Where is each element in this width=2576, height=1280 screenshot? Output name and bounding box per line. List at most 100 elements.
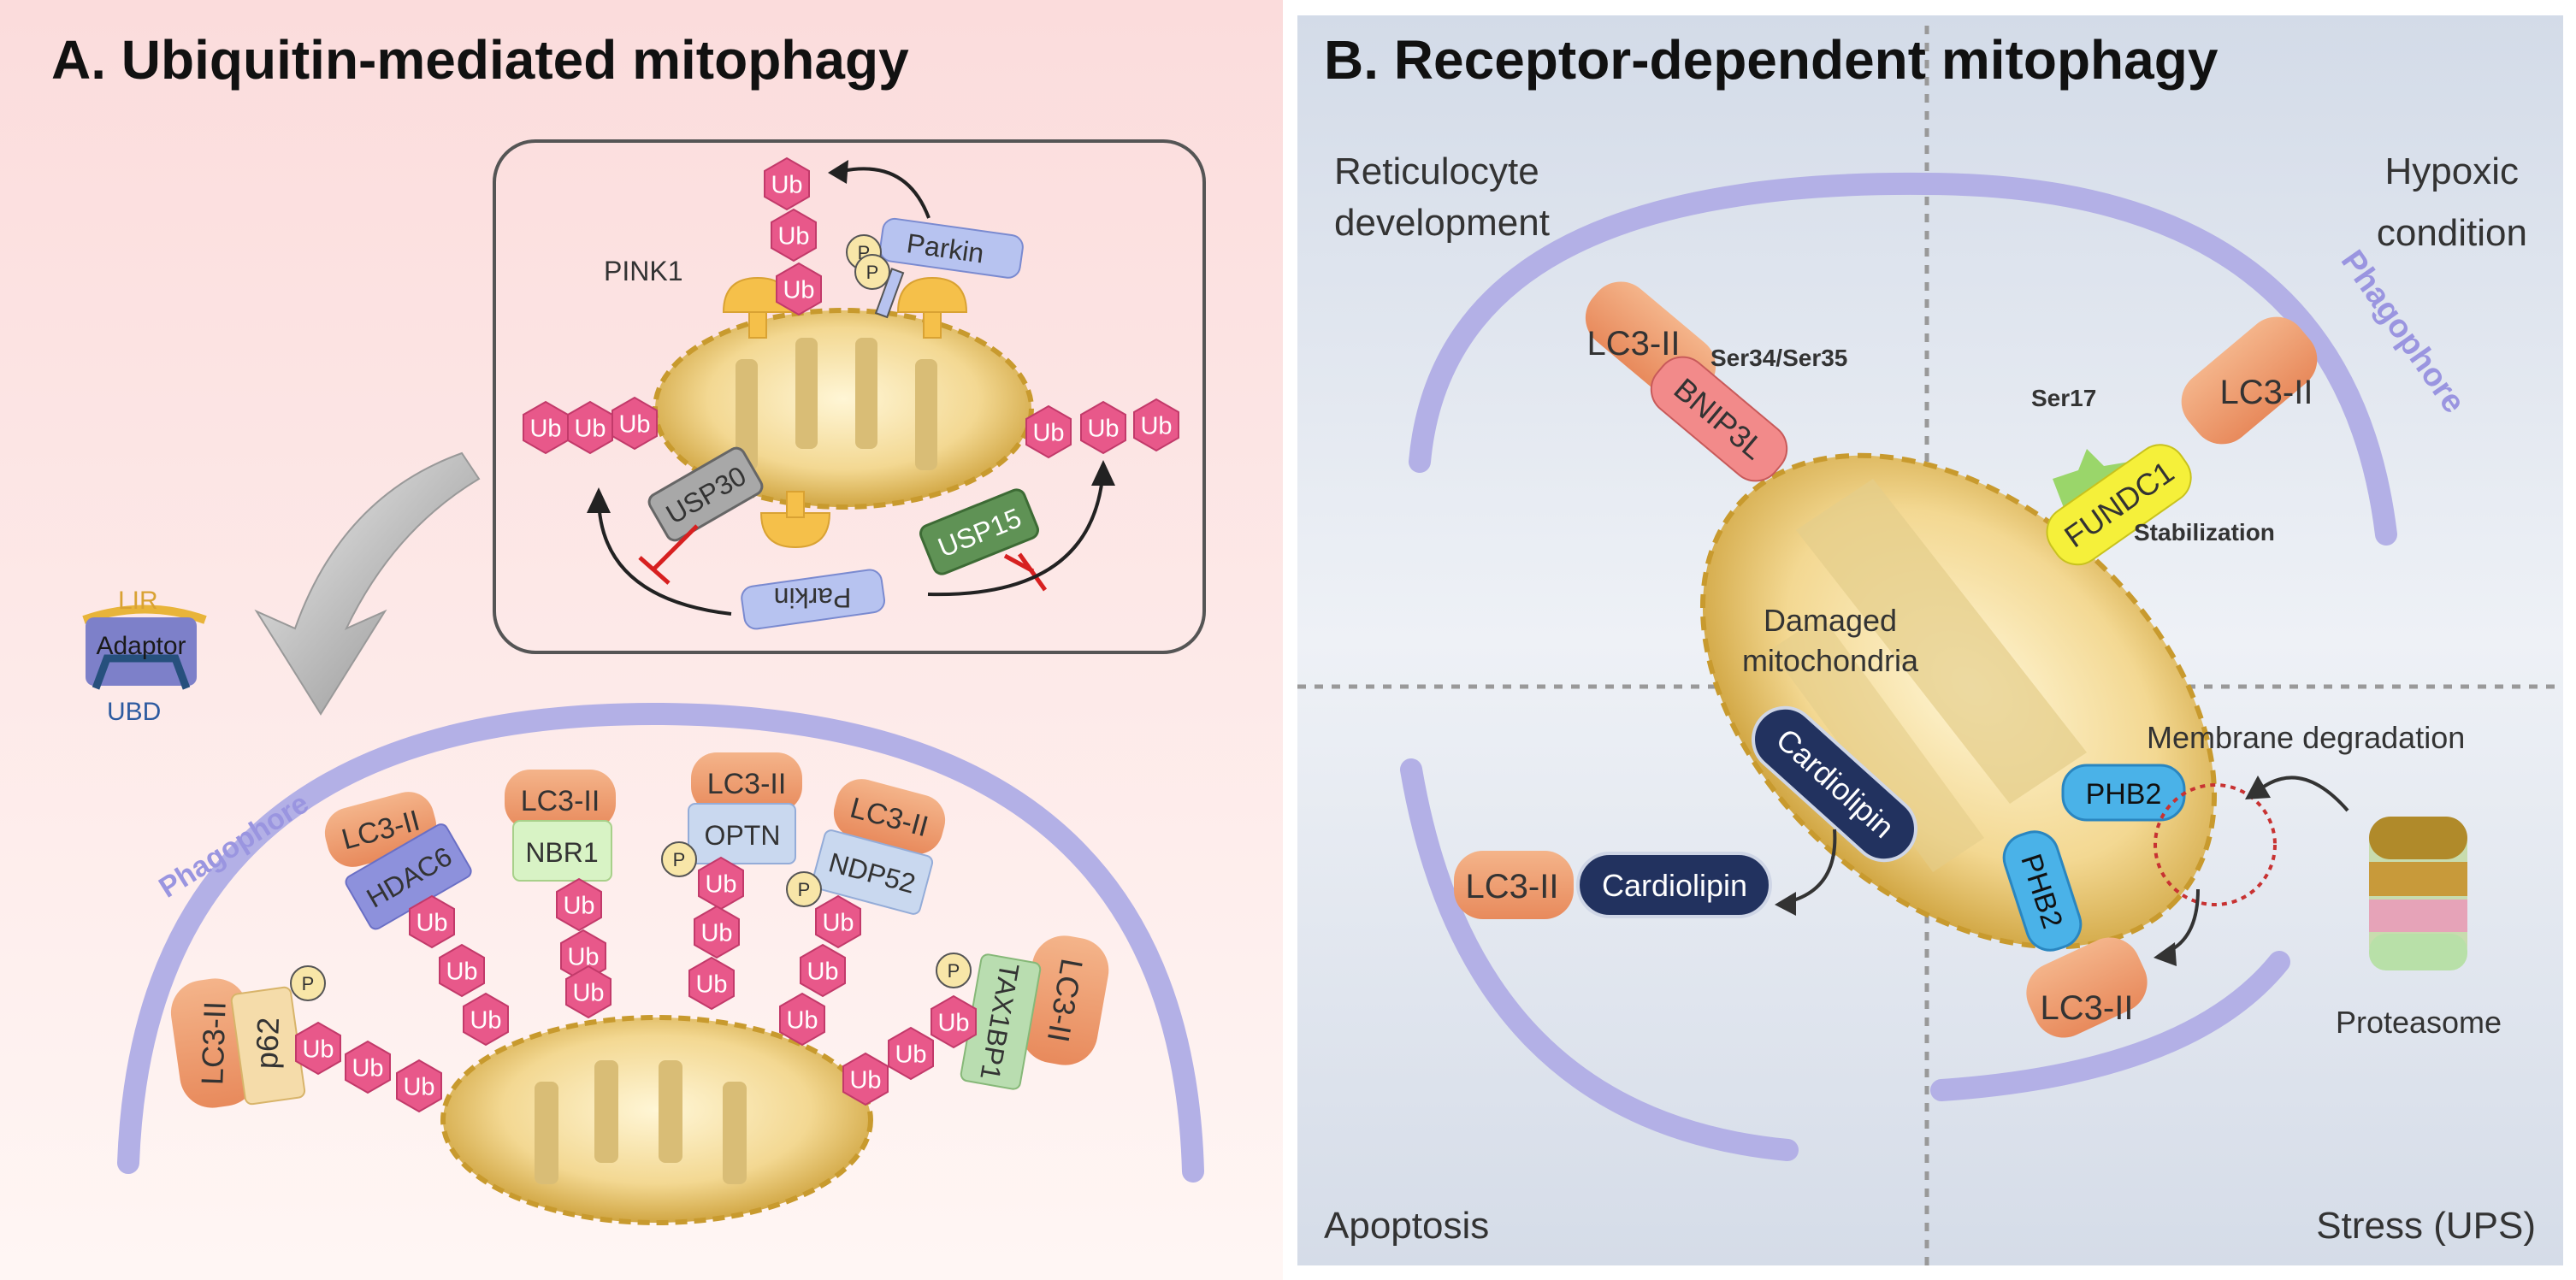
phosphate-circle [290,965,326,1001]
ubiquitin-unit: Ub [1080,400,1126,455]
svg-text:PHB2: PHB2 [2086,778,2162,811]
ubiquitin-unit: Ub [345,1040,391,1094]
bottom-mitochondrion-a [440,1015,873,1225]
phosphate-label: P [798,879,811,900]
ubiquitin-unit: Ub [698,856,744,911]
phosphate-circle [854,254,890,290]
adaptor-layer: LC3-II p62 LC3-II HDAC6 LC3-II NBR1 LC3-… [170,752,1109,1108]
fundc1-receptor: FUNDC1 LC3-II [2046,316,2318,566]
cardiolipin-external: LC3-II Cardiolipin [1454,851,1772,919]
pink1-label: PINK1 [604,256,682,286]
svg-text:LC3-II: LC3-II [1466,868,1559,905]
damaged-label-2: mitochondria [1742,643,1919,678]
adaptor-unit-tax1bp1: LC3-II TAX1BP1 [960,935,1109,1090]
ubiquitin-label: Ub [849,1067,881,1094]
membrane-degradation-label: Membrane degradation [2147,720,2465,755]
svg-text:p62: p62 [249,1017,286,1069]
ubiquitin-label: Ub [786,1007,818,1035]
phosphate-label: P [673,849,686,870]
label-apoptosis: Apoptosis [1324,1205,1489,1247]
ubiquitin-label: Ub [1140,413,1172,440]
cardiolipin-arrowhead [1775,892,1796,916]
phosphate-unit: P [936,953,972,988]
inset-mitochondrion [653,308,1034,510]
ubiquitin-label: Ub [895,1041,926,1069]
ubiquitin-unit: Ub [565,964,612,1019]
ser34-label: Ser34/Ser35 [1710,345,1847,371]
ubiquitin-unit: Ub [779,992,825,1047]
phagophore-arc-a [117,702,1204,1183]
ubiquitin-unit: Ub [888,1026,934,1081]
label-development: development [1334,202,1550,244]
ubiquitin-hexagon [396,1059,442,1113]
ubiquitin-unit: Ub [396,1059,442,1113]
adaptor-unit-nbr1: LC3-II NBR1 [505,770,616,882]
ubiquitin-hexagon [800,943,846,998]
phosphate-unit: P [786,871,822,907]
ubiquitin-hexagon [931,994,977,1049]
panel-b-title: B. Receptor-dependent mitophagy [1324,29,2219,91]
ubiquitin-hexagon [1133,398,1179,452]
ubiquitin-hexagon [463,992,509,1047]
ubiquitin-label: Ub [618,411,650,439]
lir-label: LIR [118,587,158,615]
ubiquitin-label: Ub [1087,416,1119,443]
pink1-icon [722,276,968,549]
proteasome-icon [2369,817,2467,970]
ubiquitin-unit: Ub [764,156,810,211]
ubiquitin-label: Ub [529,416,561,443]
parkin-bottom: Parkin [741,569,885,630]
inset-arrowheads [587,160,1115,513]
ubiquitin-hexagon [888,1026,934,1081]
ubd-label: UBD [107,698,161,726]
ubiquitin-label: Ub [705,871,736,899]
ubiquitin-label: Ub [572,980,604,1007]
ubiquitin-unit: Ub [1025,404,1072,459]
ubiquitin-label: Ub [695,971,727,999]
phb2-upper: PHB2 [2061,764,2186,822]
ubiquitin-label: Ub [771,172,802,199]
svg-text:Cardiolipin: Cardiolipin [1602,868,1747,903]
adaptor-unit-hdac6: LC3-II HDAC6 [324,792,472,930]
svg-text:LC3-II: LC3-II [194,1000,232,1085]
ubiquitin-hexagon [612,396,658,451]
ubiquitin-unit: Ub [771,208,817,262]
ubiquitin-hexagon [409,894,455,949]
svg-text:LC3-II: LC3-II [2041,989,2134,1027]
ubiquitin-hexagon [439,943,485,998]
ubiquitin-label: Ub [700,920,732,947]
ubiquitin-label: Ub [783,277,814,304]
ubiquitin-label: Ub [470,1007,501,1035]
ubiquitin-hexagon [565,964,612,1019]
phosphate-label: P [866,262,879,283]
ubiquitin-unit: Ub [842,1052,889,1106]
ubiquitin-unit: Ub [295,1021,341,1076]
ubiquitin-unit: Ub [694,905,740,959]
ubiquitin-hexagon [694,905,740,959]
panel-a-title: A. Ubiquitin-mediated mitophagy [51,29,909,91]
phosphate-unit: P [854,254,890,290]
ubiquitin-unit: Ub [1133,398,1179,452]
ubiquitin-label: Ub [806,959,838,986]
inset-arrows [597,167,1105,616]
ubiquitin-hexagon [776,262,822,316]
ubiquitin-hexagon [295,1021,341,1076]
label-condition: condition [2377,212,2527,254]
ubiquitin-unit: Ub [556,877,602,932]
ubiquitin-hexagon [556,877,602,932]
damaged-label-1: Damaged [1764,603,1897,638]
ubiquitin-unit: Ub [409,894,455,949]
phagophore-arc-b-top [1409,172,2397,546]
ubiquitin-label: Ub [822,910,854,937]
ubiquitin-label: Ub [563,893,594,920]
adaptor-label: Adaptor [96,632,186,660]
phosphate-unit: P [661,841,697,877]
ubiquitin-label: Ub [574,416,606,443]
ubiquitin-label: Ub [567,944,599,971]
inhibition-lines [638,524,1048,592]
adaptor-unit-p62: LC3-II p62 [170,978,306,1108]
ubiquitin-unit: Ub [800,943,846,998]
ubiquitin-hexagon [1025,404,1072,459]
ubiquitin-unit: Ub [776,262,822,316]
ubiquitin-label: Ub [302,1036,334,1064]
